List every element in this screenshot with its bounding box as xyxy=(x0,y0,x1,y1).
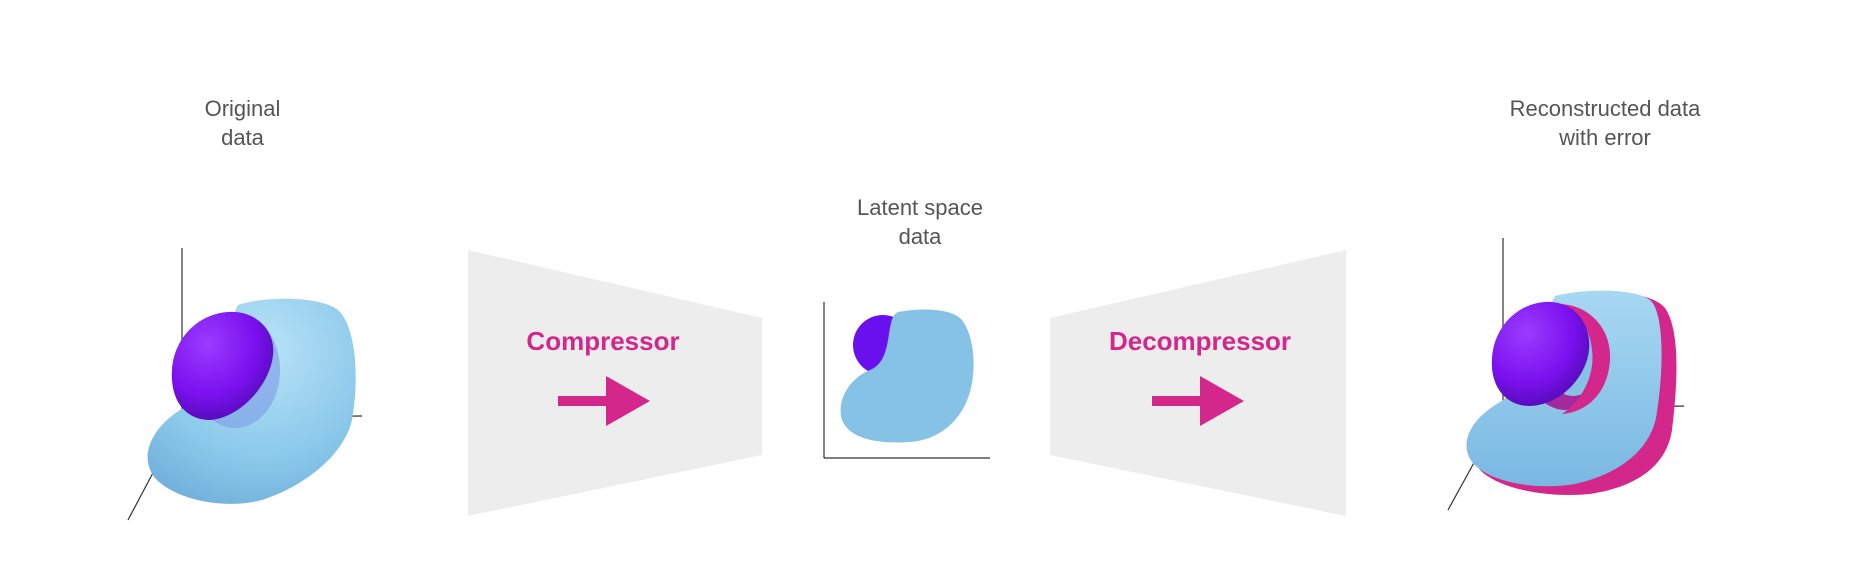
decompressor-arrow xyxy=(1152,376,1244,426)
compressor-arrow xyxy=(558,376,650,426)
reconstructed-data-label: Reconstructed data with error xyxy=(1509,96,1701,150)
original-data-label: Original data xyxy=(204,96,281,150)
compressor-label: Compressor xyxy=(526,326,680,356)
original-data-figure xyxy=(127,248,363,521)
error-crescent xyxy=(1558,304,1611,414)
latent-blob xyxy=(840,309,974,443)
decompressor-trapezoid xyxy=(1050,250,1346,516)
latent-space-figure xyxy=(823,302,990,459)
sphere-shape xyxy=(171,311,274,420)
latent-space-label: Latent space data xyxy=(857,195,983,249)
decompressor-label: Decompressor xyxy=(1108,326,1292,356)
reconstructed-sphere xyxy=(1491,301,1590,406)
decompressor-funnel xyxy=(1050,250,1346,516)
compressor-funnel xyxy=(468,250,762,516)
reconstructed-data-figure xyxy=(1447,238,1685,511)
